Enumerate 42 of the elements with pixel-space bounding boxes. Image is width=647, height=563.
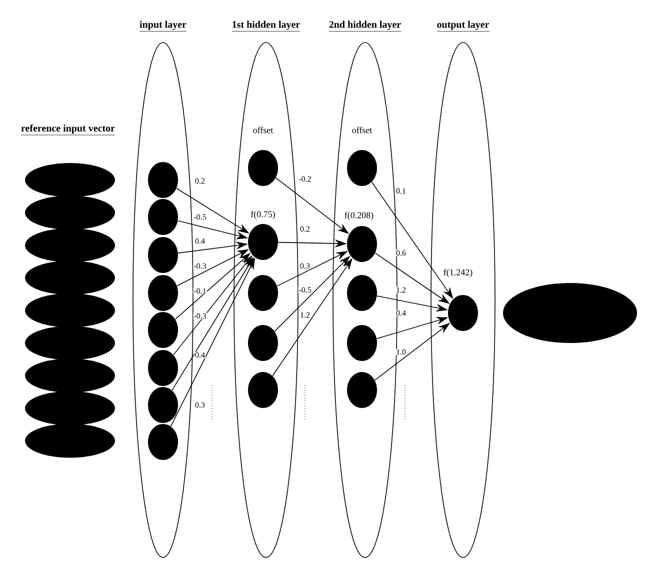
neuron-circle <box>248 372 278 408</box>
weight-label: 0.2 <box>300 226 310 232</box>
node-label: output layer <box>437 20 490 30</box>
neuron-circle <box>148 237 178 273</box>
heading: reference input vector <box>20 124 116 136</box>
node-label: f(0.75) <box>250 210 275 220</box>
node-label: 2nd hidden layer <box>329 20 401 30</box>
neuron-circle <box>347 275 377 311</box>
weight-label: -0.1 <box>193 288 207 294</box>
weight-label: 0.3 <box>300 262 310 270</box>
neuron-circle <box>148 162 178 198</box>
node-label: input layer <box>140 20 186 30</box>
weight-label: -0.3 <box>193 262 207 270</box>
neuron-circle <box>148 387 178 423</box>
weight-label: 0.4 <box>396 310 406 316</box>
weight-label: -0.5 <box>193 214 207 220</box>
weight-label: 0.4 <box>194 352 206 358</box>
weight-label: 0.3 <box>194 402 206 408</box>
weight-label: 0.4 <box>194 238 206 244</box>
weight-label: 1.2 <box>300 312 310 318</box>
neuron-circle <box>148 275 178 311</box>
node-label: offset <box>253 126 274 134</box>
node-label: offset <box>352 126 372 134</box>
neuron-circle <box>148 350 178 386</box>
neuron-circle <box>347 325 377 361</box>
weight-label: 0.6 <box>396 250 406 256</box>
neuron-circle <box>148 199 178 235</box>
node-label: 1st hidden layer <box>232 20 300 30</box>
weight-label: -0.3 <box>193 312 207 320</box>
weight-label: 0.2 <box>194 178 206 184</box>
node-label: f(1.242) <box>444 268 472 278</box>
neuron-circle <box>248 325 278 361</box>
neuron-circle <box>248 275 278 311</box>
weight-label: -0.2 <box>298 176 312 182</box>
neuron-circle <box>148 312 178 348</box>
neuron-circle <box>148 424 178 460</box>
weight-label: 1.0 <box>396 348 406 356</box>
neuron-circle <box>347 372 377 408</box>
node-label: f(0.208) <box>344 212 374 220</box>
weight-label: 1.2 <box>396 286 406 294</box>
weight-label: 0.1 <box>396 188 406 194</box>
weight-label: -0.5 <box>298 286 312 294</box>
